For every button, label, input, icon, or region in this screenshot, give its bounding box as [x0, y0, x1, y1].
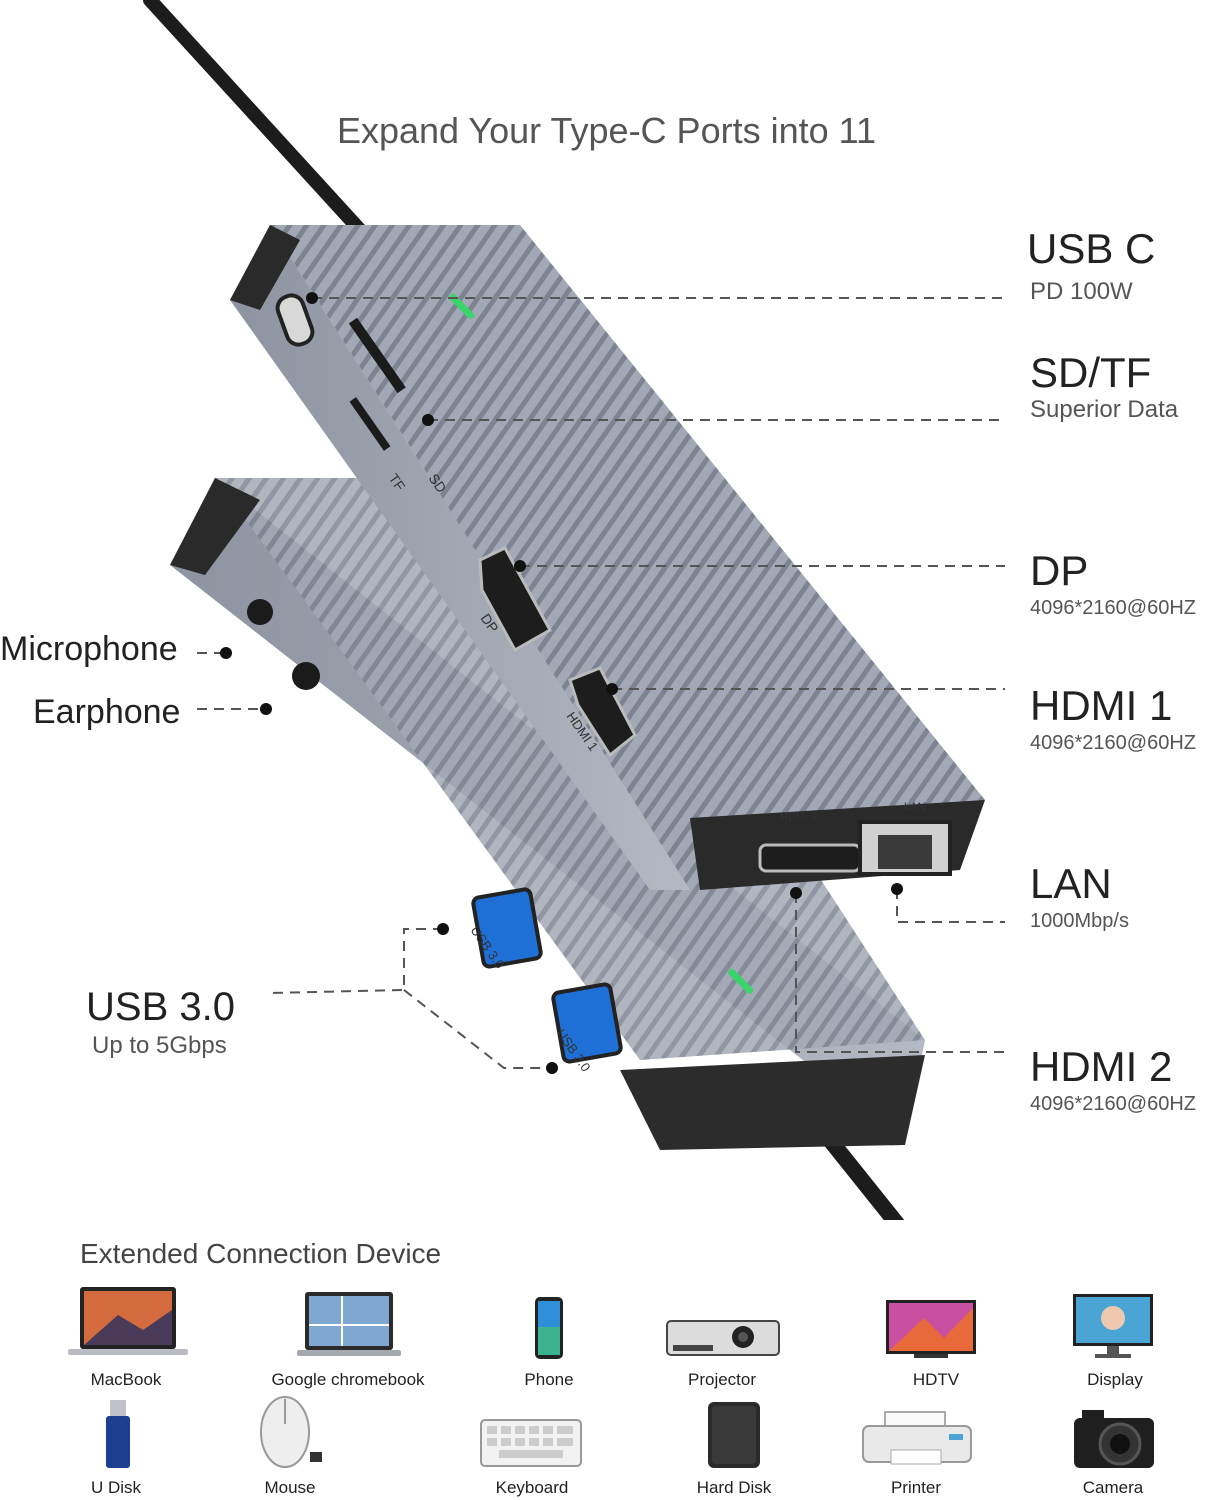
phone-icon	[535, 1297, 563, 1359]
tf-slot	[349, 397, 391, 451]
port-sub-usb3: Up to 5Gbps	[92, 1032, 227, 1059]
hdmi1-port	[568, 666, 637, 758]
macbook-icon	[68, 1287, 188, 1355]
port-label-earphone: Earphone	[33, 693, 181, 731]
projector-icon	[666, 1320, 780, 1356]
port-sub-hdmi1: 4096*2160@60HZ	[1030, 732, 1196, 754]
headline: Expand Your Type-C Ports into 11	[336, 110, 876, 151]
port-label-hdmi2: HDMI 2	[1030, 1043, 1173, 1090]
port-label-hdmi1: HDMI 1	[1030, 682, 1173, 729]
device-projector: Projector	[687, 1370, 757, 1389]
device-u-disk: U Disk	[90, 1478, 142, 1497]
device-phone: Phone	[524, 1370, 574, 1389]
usb-c-port	[275, 293, 315, 347]
display-icon	[1073, 1294, 1153, 1358]
port-sub-hdmi2: 4096*2160@60HZ	[1030, 1093, 1196, 1115]
hdmi2-engraving: HDMI 2	[780, 811, 817, 823]
printer-icon	[862, 1411, 972, 1465]
upper-hub	[230, 225, 985, 890]
port-label-usb3: USB 3.0	[86, 985, 235, 1029]
top-cable	[143, 0, 367, 237]
port-sub-usb-c: PD 100W	[1030, 278, 1133, 305]
device-camera: Camera	[1082, 1478, 1144, 1497]
device-mouse: Mouse	[264, 1478, 316, 1497]
section-title: Extended Connection Device	[80, 1238, 442, 1269]
device-hard-disk: Hard Disk	[696, 1478, 772, 1497]
device-macbook: MacBook	[90, 1370, 162, 1389]
port-label-dp: DP	[1030, 547, 1089, 594]
port-sub-dp: 4096*2160@60HZ	[1030, 597, 1196, 619]
usb-c-hub-illustration: TF SD DP HDMI 1 HDMI 2 LAN USB 3.0 USB 3…	[143, 0, 1005, 1220]
hdtv-icon	[886, 1300, 976, 1358]
lan-engraving: LAN	[904, 801, 925, 813]
earphone-jack	[292, 662, 320, 690]
chromebook-icon	[297, 1292, 401, 1356]
sd-slot	[348, 317, 406, 394]
hard-disk-icon	[708, 1402, 760, 1468]
led-upper	[449, 293, 475, 319]
port-label-lan: LAN	[1030, 860, 1112, 907]
device-chromebook: Google chromebook	[271, 1370, 425, 1389]
port-label-sd-tf: SD/TF	[1030, 349, 1152, 396]
device-hdtv: HDTV	[912, 1370, 960, 1389]
lan-port-inner	[878, 835, 932, 869]
port-label-microphone: Microphone	[0, 630, 178, 668]
usb-port-2	[551, 982, 623, 1064]
hdmi2-port	[758, 843, 862, 873]
device-keyboard: Keyboard	[495, 1478, 569, 1497]
mic-jack	[247, 599, 273, 625]
keyboard-icon	[480, 1419, 582, 1467]
mouse-icon	[260, 1396, 322, 1468]
usb-port-1	[471, 887, 543, 969]
device-printer: Printer	[890, 1478, 942, 1497]
camera-icon	[1074, 1410, 1154, 1468]
leader-dots	[220, 292, 903, 1074]
u-disk-icon	[106, 1400, 130, 1468]
device-display: Display	[1087, 1370, 1143, 1389]
port-label-usb-c: USB C	[1027, 225, 1156, 272]
dp-port	[478, 546, 553, 653]
led-lower	[728, 968, 754, 994]
port-sub-lan: 1000Mbp/s	[1030, 910, 1129, 932]
port-sub-sd-tf: Superior Data	[1030, 396, 1179, 423]
